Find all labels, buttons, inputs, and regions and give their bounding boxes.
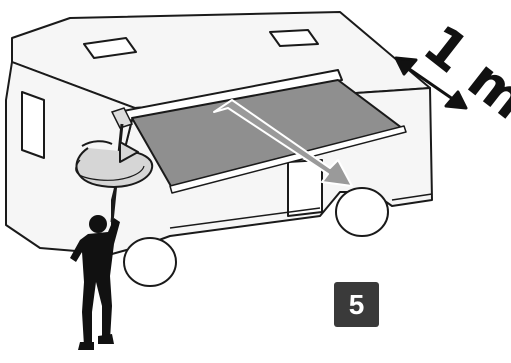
awning-front-bar [169,125,407,194]
van-side-window [21,91,45,159]
van-door [287,159,323,217]
roof-vent-rear [269,29,319,47]
roof-vent-front [83,37,137,59]
van-trim-line-rear [391,193,433,201]
distance-double-arrow [394,56,468,110]
person-silhouette [70,215,120,350]
rear-wheel [335,187,389,237]
awning-end-cap [110,107,134,129]
crank-rotation-icon [75,140,154,188]
step-number-badge: 5 [334,282,379,327]
front-wheel [123,237,177,287]
van-trim-line [169,207,321,229]
extend-direction-arrow [213,99,353,187]
